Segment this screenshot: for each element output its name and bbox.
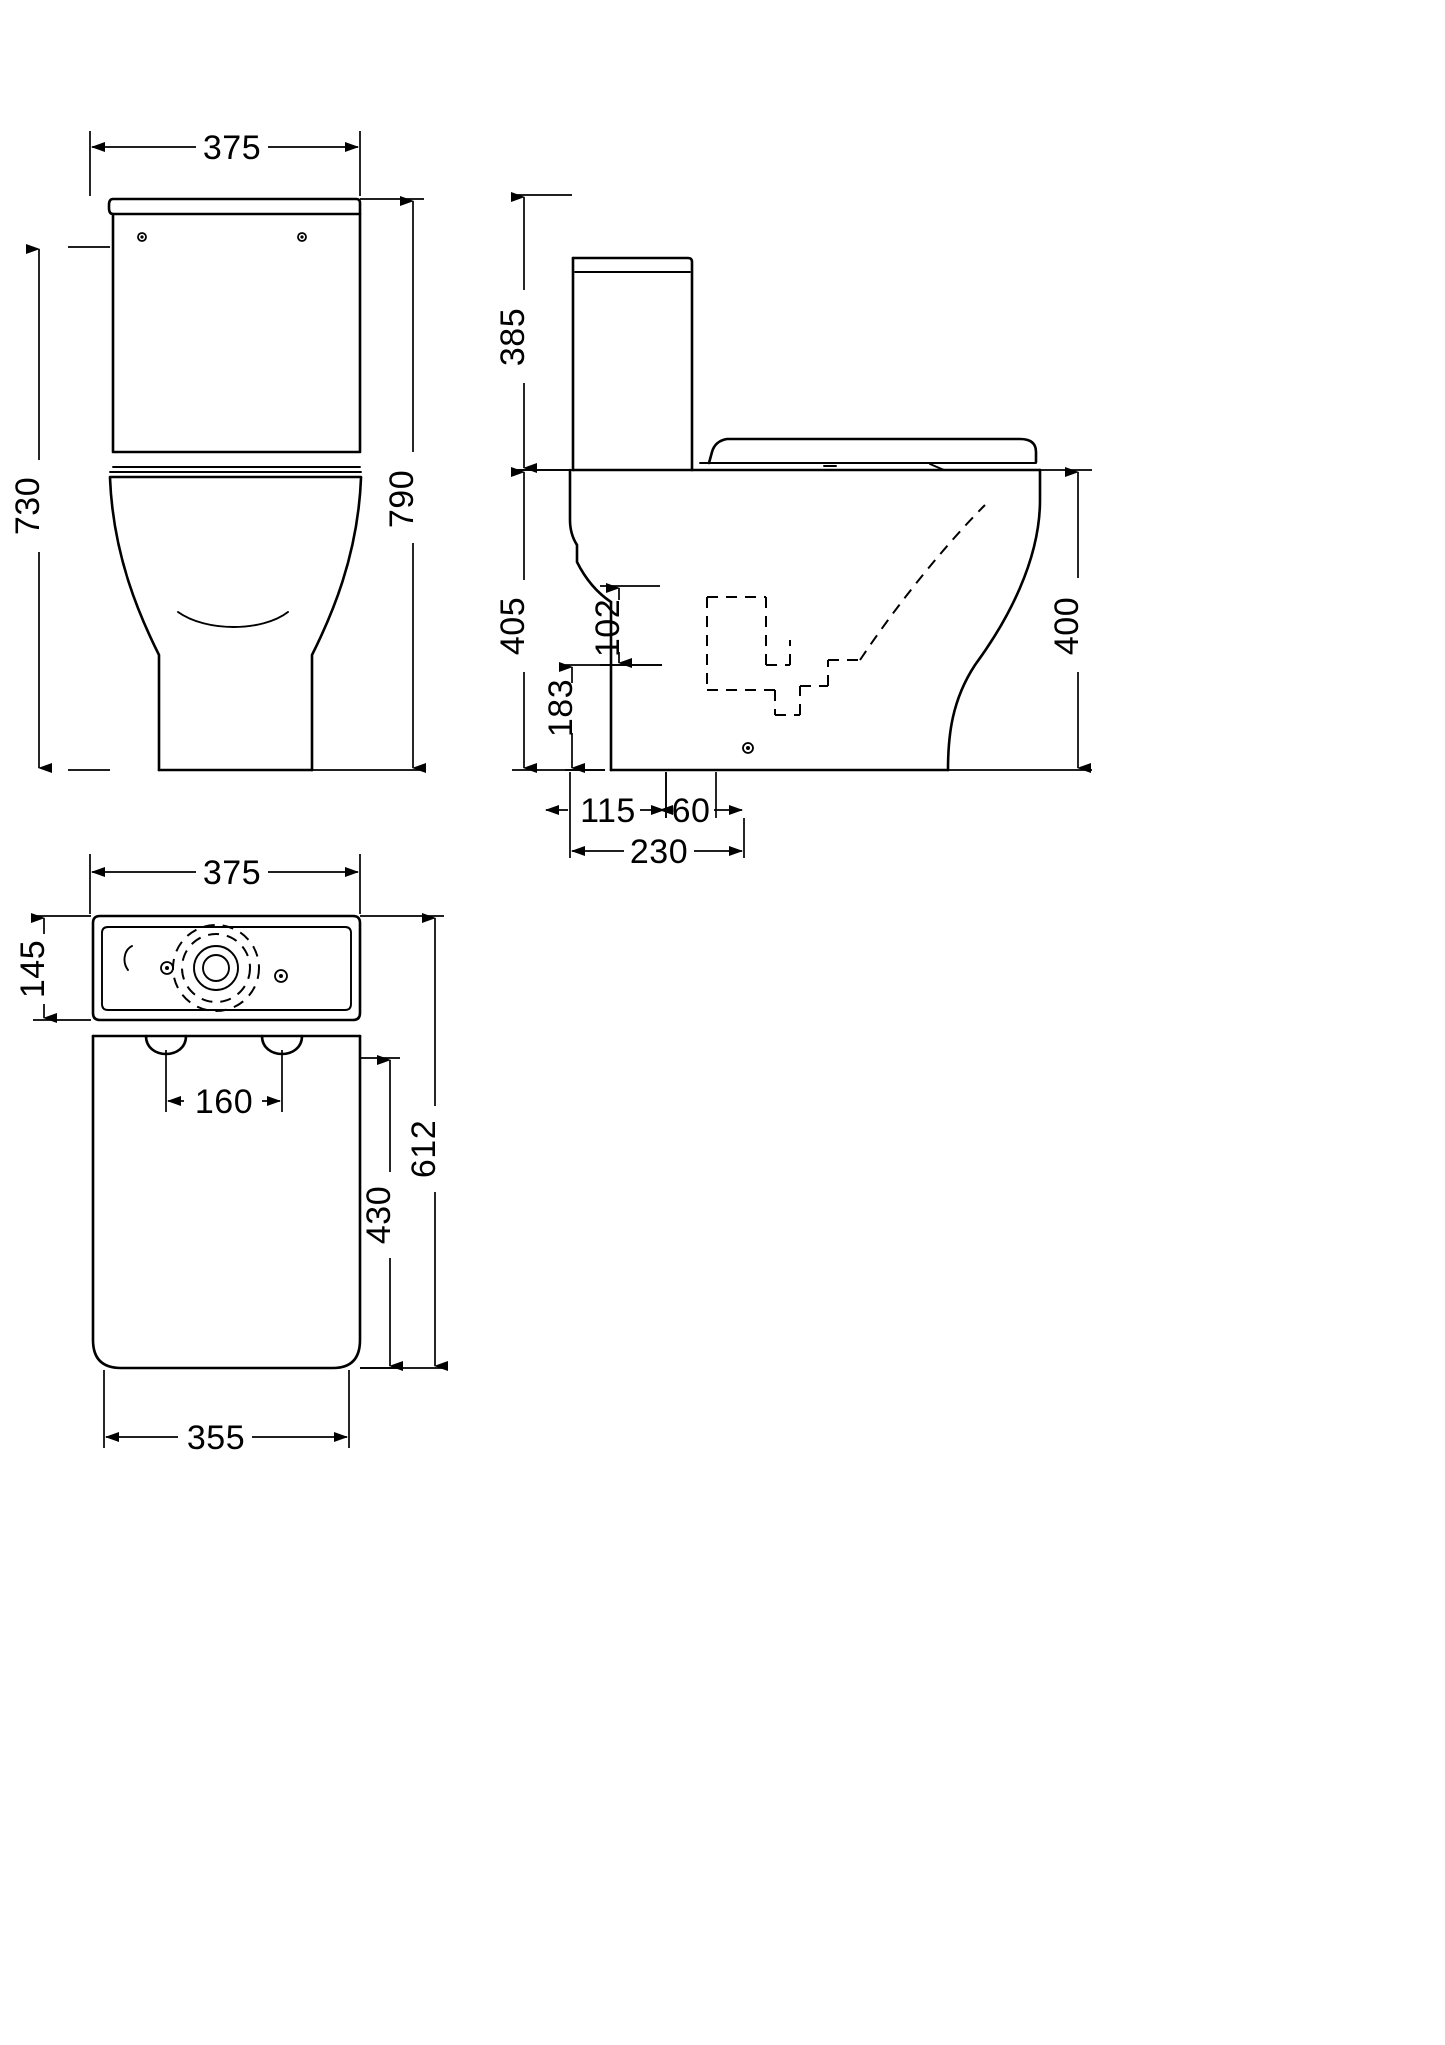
dim-plan-145: 145 xyxy=(14,913,91,1023)
dim-label-side-230: 230 xyxy=(630,833,688,871)
dim-label-side-102: 102 xyxy=(589,599,627,657)
dim-front-730: 730 xyxy=(9,244,110,773)
plan-flush-button xyxy=(172,924,260,1012)
front-pan-body xyxy=(108,476,363,772)
dim-side-60: 60 xyxy=(659,772,743,830)
front-cistern-body xyxy=(108,212,363,479)
dim-label-side-115: 115 xyxy=(580,792,636,830)
plan-seat-hinges xyxy=(144,1034,304,1056)
dim-side-400: 400 xyxy=(948,467,1092,773)
side-fixing-hole xyxy=(742,742,754,754)
dim-front-375: 375 xyxy=(89,129,361,196)
dim-label-side-60: 60 xyxy=(672,792,711,830)
plan-cistern-lid xyxy=(91,914,362,1022)
dim-plan-160: 160 xyxy=(165,1050,283,1121)
front-bowl-inner-curve xyxy=(177,611,289,628)
side-pan-back-profile xyxy=(568,468,613,772)
dim-side-115: 115 xyxy=(545,772,667,830)
dim-label-front-790: 790 xyxy=(383,470,421,528)
dim-side-230: 230 xyxy=(569,818,745,871)
dim-label-front-730: 730 xyxy=(9,477,47,535)
dim-label-side-385: 385 xyxy=(494,308,532,366)
side-cistern xyxy=(571,256,694,472)
dim-label-plan-145: 145 xyxy=(14,940,52,998)
dim-label-plan-612: 612 xyxy=(405,1120,443,1178)
front-cistern-fixing-holes xyxy=(137,232,307,242)
dim-label-side-400: 400 xyxy=(1048,597,1086,655)
dim-plan-355: 355 xyxy=(103,1370,350,1457)
dim-plan-430: 430 xyxy=(360,1055,403,1371)
plan-lid-details xyxy=(123,945,288,983)
dim-front-790: 790 xyxy=(312,196,426,773)
dim-label-plan-355: 355 xyxy=(187,1419,245,1457)
front-cistern-lid xyxy=(107,197,362,216)
side-hidden-trap-outline xyxy=(706,504,986,716)
dim-label-front-375: 375 xyxy=(203,129,261,167)
side-pan-front-profile xyxy=(609,468,1042,772)
dim-label-side-183: 183 xyxy=(542,679,580,737)
front-view: 375 730 790 xyxy=(9,129,426,773)
plan-pan-outline xyxy=(91,1034,362,1370)
dim-side-183: 183 xyxy=(542,662,662,773)
dim-plan-612: 612 xyxy=(360,913,448,1371)
side-seat-assembly xyxy=(699,437,1041,471)
dim-plan-375: 375 xyxy=(89,854,361,914)
plan-view: 375 145 160 430 xyxy=(14,854,448,1457)
dim-label-plan-430: 430 xyxy=(360,1186,398,1244)
dim-side-385: 385 xyxy=(494,192,572,473)
dim-label-side-405: 405 xyxy=(494,597,532,655)
side-view: 385 405 102 183 xyxy=(494,192,1092,871)
dim-side-102: 102 xyxy=(589,583,662,668)
dim-label-plan-375: 375 xyxy=(203,854,261,892)
dim-label-plan-160: 160 xyxy=(195,1083,253,1121)
